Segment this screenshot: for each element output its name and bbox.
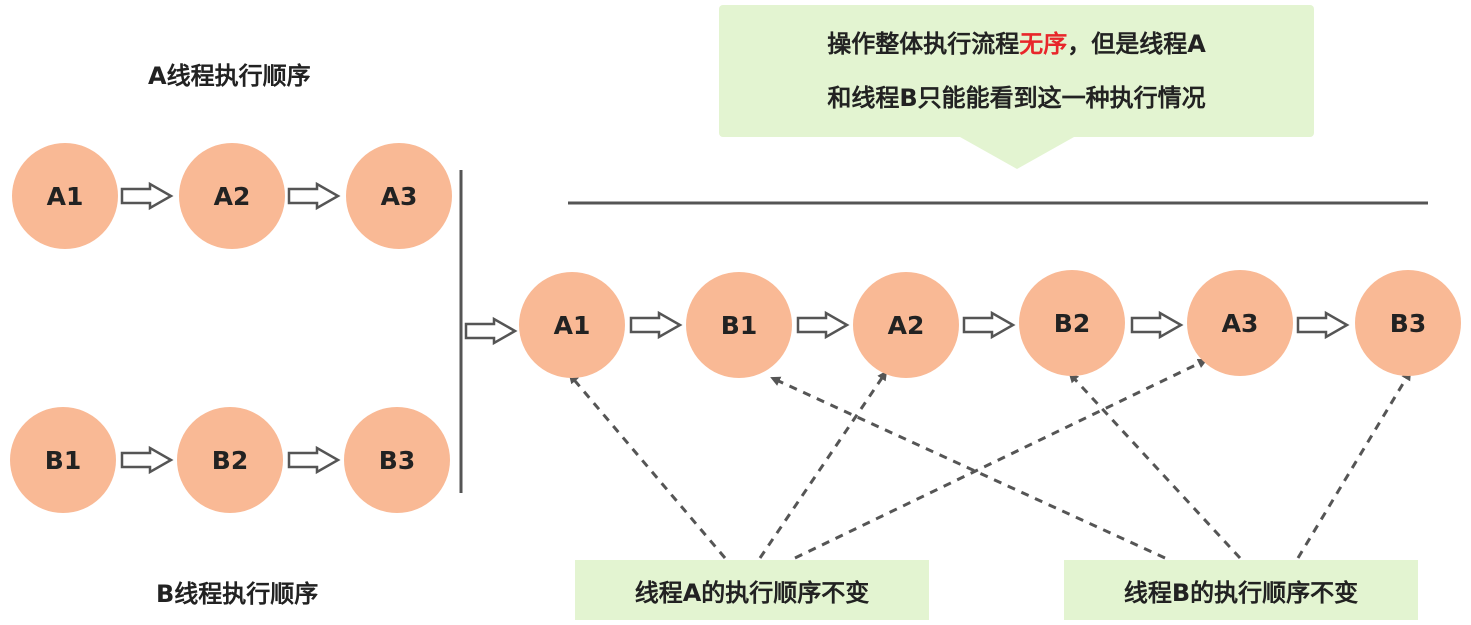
pointer-b-to-b1 xyxy=(770,376,1166,560)
merged-node: A3 xyxy=(1187,270,1293,376)
flow-arrow xyxy=(464,316,518,346)
thread-b-node: B1 xyxy=(10,407,116,513)
callout-line-1: 操作整体执行流程无序，但是线程A xyxy=(827,17,1206,71)
flow-arrow xyxy=(1296,310,1350,340)
thread-b-unchanged-box: 线程B的执行顺序不变 xyxy=(1064,560,1418,620)
merged-node: B1 xyxy=(686,272,792,378)
thread-a-order-label: A线程执行顺序 xyxy=(148,62,311,90)
merged-node: A2 xyxy=(853,272,959,378)
pointer-a-to-a3 xyxy=(794,358,1208,560)
flow-arrow xyxy=(962,310,1016,340)
callout-box: 操作整体执行流程无序，但是线程A 和线程B只能能看到这一种执行情况 xyxy=(719,5,1314,137)
thread-b-node: B2 xyxy=(177,407,283,513)
flow-arrow xyxy=(796,310,850,340)
flow-arrow xyxy=(120,181,174,211)
flow-arrow xyxy=(629,310,683,340)
pointer-b-to-b2 xyxy=(1068,372,1242,560)
flow-arrow xyxy=(287,445,341,475)
callout-text: ，但是线程A xyxy=(1067,30,1206,58)
thread-a-node: A3 xyxy=(346,143,452,249)
merged-node: A1 xyxy=(519,272,625,378)
thread-b-node: B3 xyxy=(344,407,450,513)
merged-node: B3 xyxy=(1355,270,1461,376)
thread-a-unchanged-box: 线程A的执行顺序不变 xyxy=(575,560,929,620)
flow-arrow xyxy=(1130,310,1184,340)
callout-highlight: 无序 xyxy=(1019,30,1068,58)
thread-a-node: A2 xyxy=(179,143,285,249)
pointer-a-to-a2 xyxy=(758,370,888,559)
flow-arrow xyxy=(120,445,174,475)
thread-a-node: A1 xyxy=(12,143,118,249)
thread-b-order-label: B线程执行顺序 xyxy=(156,580,319,608)
flow-arrow xyxy=(287,181,341,211)
callout-line-2: 和线程B只能能看到这一种执行情况 xyxy=(827,84,1206,112)
pointer-a-to-a1 xyxy=(568,373,727,559)
pointer-b-to-b3 xyxy=(1296,370,1412,559)
merged-node: B2 xyxy=(1019,270,1125,376)
callout-tail xyxy=(960,137,1074,169)
callout-text: 操作整体执行流程 xyxy=(827,30,1020,58)
